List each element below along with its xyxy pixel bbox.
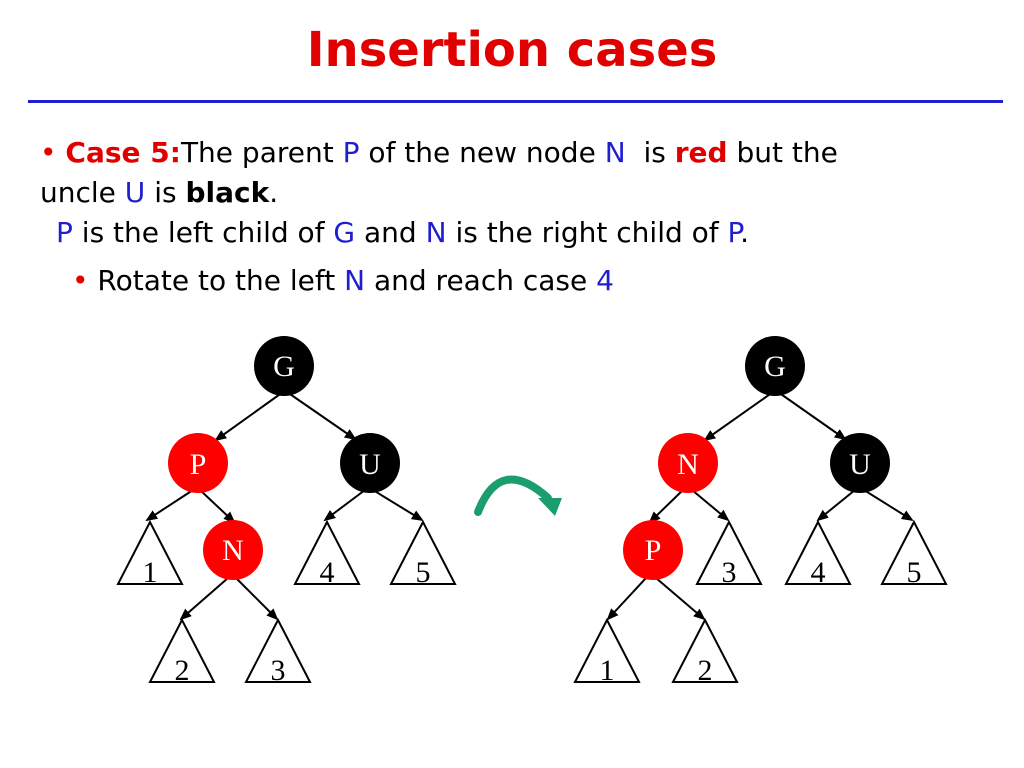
subtree-3: 3 xyxy=(244,617,312,687)
edge-g-u xyxy=(777,391,847,441)
subtree-3: 3 xyxy=(695,519,763,589)
curved-arrow-icon xyxy=(474,475,562,516)
node-p: P xyxy=(168,433,228,493)
edge-p-1 xyxy=(606,577,647,621)
text-segment: The parent xyxy=(180,136,343,169)
subtree-label: 3 xyxy=(722,556,737,589)
bullet-2: • xyxy=(72,264,89,297)
title-divider xyxy=(28,100,1003,103)
edge-p-1 xyxy=(145,489,194,522)
subtree-4: 4 xyxy=(784,519,852,589)
edge-u-4 xyxy=(816,489,856,522)
var-p: P xyxy=(727,216,741,249)
case-label: Case 5: xyxy=(65,136,181,169)
node-label: P xyxy=(190,448,207,481)
text-segment: and xyxy=(355,216,426,249)
subtree-2: 2 xyxy=(148,617,216,687)
edge-p-2 xyxy=(655,577,706,621)
node-g: G xyxy=(745,336,805,396)
node-g: G xyxy=(254,336,314,396)
subtree-5: 5 xyxy=(389,519,457,589)
text-segment: is the left child of xyxy=(72,216,334,249)
subtree-label: 2 xyxy=(698,654,713,687)
edge-g-u xyxy=(286,391,357,441)
subtree-label: 4 xyxy=(320,556,335,589)
text-segment: but the xyxy=(727,136,838,169)
var-n: N xyxy=(344,264,366,297)
edge-u-4 xyxy=(323,489,366,522)
subtree-label: 4 xyxy=(811,556,826,589)
slide-title: Insertion cases xyxy=(306,22,718,78)
edge-g-n xyxy=(703,391,774,442)
rotation-instruction-line: • Rotate to the left N and reach case 4 xyxy=(72,264,614,297)
text-segment: uncle xyxy=(40,176,125,209)
var-p: P xyxy=(56,216,73,249)
edge-u-5 xyxy=(863,489,914,522)
subtree-2: 2 xyxy=(671,617,739,687)
text-segment: is xyxy=(625,136,675,169)
node-u: U xyxy=(340,433,400,493)
subtree-4: 4 xyxy=(293,519,361,589)
text-segment: Rotate to the left xyxy=(97,264,345,297)
node-u: U xyxy=(830,433,890,493)
node-label: G xyxy=(764,350,786,383)
text-segment: . xyxy=(740,216,749,249)
case-description-line-2: uncle U is black. xyxy=(40,176,278,209)
case-number: 4 xyxy=(596,264,614,297)
text-segment: is the right child of xyxy=(446,216,728,249)
node-label: N xyxy=(677,448,699,481)
var-n: N xyxy=(604,136,626,169)
node-label: U xyxy=(359,448,381,481)
edge-n-3 xyxy=(235,577,279,621)
text-segment: . xyxy=(269,176,279,209)
node-label: N xyxy=(222,534,244,567)
edge-n-2 xyxy=(179,577,229,621)
node-p: P xyxy=(623,520,683,580)
var-p: P xyxy=(342,136,360,169)
subtree-label: 1 xyxy=(600,654,615,687)
text-segment: is xyxy=(145,176,186,209)
subtree-label: 5 xyxy=(416,556,431,589)
tree-after: G N U P 3 4 5 1 xyxy=(573,336,948,687)
subtree-label: 5 xyxy=(907,556,922,589)
case-description-line-1: • Case 5:The parent P of the new node N … xyxy=(40,136,838,169)
subtree-5: 5 xyxy=(880,519,948,589)
node-n: N xyxy=(203,520,263,580)
subtree-1: 1 xyxy=(116,519,184,589)
text-segment: and reach case xyxy=(365,264,597,297)
bullet-1: • xyxy=(40,136,57,169)
subtree-label: 1 xyxy=(143,556,158,589)
edge-u-5 xyxy=(372,489,424,522)
node-label: U xyxy=(849,448,871,481)
subtree-label: 2 xyxy=(175,654,190,687)
text-segment: of the new node xyxy=(359,136,605,169)
subtree-label: 3 xyxy=(271,654,286,687)
case-condition-line: P is the left child of G and N is the ri… xyxy=(56,216,749,249)
node-n: N xyxy=(658,433,718,493)
word-black: black xyxy=(185,176,270,209)
edge-p-n xyxy=(199,489,236,524)
node-label: P xyxy=(645,534,662,567)
var-n: N xyxy=(425,216,447,249)
edge-n-p xyxy=(648,489,684,524)
subtree-1: 1 xyxy=(573,617,641,687)
node-label: G xyxy=(273,350,295,383)
var-g: G xyxy=(333,216,356,249)
edge-g-p xyxy=(214,391,284,442)
tree-before: G P U N 1 4 5 2 xyxy=(116,336,457,687)
word-red: red xyxy=(674,136,728,169)
var-u: U xyxy=(124,176,146,209)
edge-n-3 xyxy=(691,489,730,522)
